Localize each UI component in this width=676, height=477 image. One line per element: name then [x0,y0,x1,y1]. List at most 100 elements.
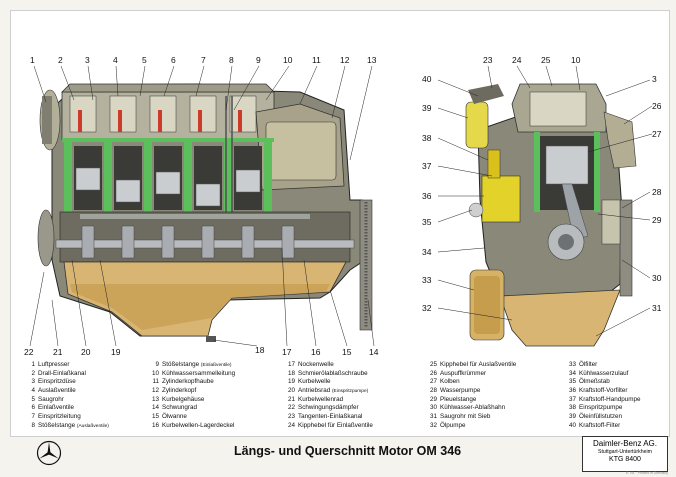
legend-number: 20 [287,387,295,395]
legend-number: 9 [155,361,159,368]
legend-number: 21 [287,395,295,403]
callout-9: 9 [256,55,261,65]
legend-text: Wasserpumpe [440,387,481,395]
legend-text: Nockenwelle [298,361,334,368]
callout-22: 22 [24,347,34,357]
callout-12: 12 [340,55,350,65]
cylinder-head-cover [61,83,275,93]
legend-text: Kurbelgehäuse [162,395,205,403]
callout-34: 34 [422,247,432,257]
callout-28: 28 [652,187,662,197]
legend-number: 18 [287,369,295,377]
legend-number: 24 [287,421,295,429]
legend-number: 12 [151,387,159,395]
legend-text: Luftpresser [38,361,70,368]
callout-20: 20 [81,347,91,357]
legend-text: Ölmeßstab [579,378,610,386]
legend-number: 38 [568,404,576,412]
legend-number: 37 [568,395,576,403]
legend-number: 30 [429,404,437,412]
callout-10: 10 [283,55,293,65]
oil-filter [469,269,505,341]
callout-30: 30 [652,273,662,283]
legend-text: Zylinderkopf [162,387,197,395]
legend-text: Kraftstoff-Vorfilter [579,387,628,395]
callout-26: 26 [652,101,662,111]
legend-number: 40 [568,421,576,429]
callout-11: 11 [312,55,321,65]
company-city: Stuttgart-Untertürkheim [598,449,652,455]
legend-number: 33 [568,361,576,368]
callout-35: 35 [422,217,432,227]
legend-text: Zylinderkopfhaube [162,378,214,386]
callout-17: 17 [282,347,292,357]
coolant-jackets [62,138,274,212]
legend-text: Auspuffkrümmer [440,369,487,377]
legend-number: 39 [568,413,576,421]
legend-text: Kurbelwellenrad [298,395,344,403]
legend-text: Saugrohr [38,395,64,403]
legend-note: (Einspritzpumpe) [331,389,369,395]
camshaft [80,214,310,219]
legend-number: 16 [151,421,159,429]
callout-numbers: 1 2 3 4 5 6 7 8 9 10 11 12 13 22 21 20 1… [24,55,662,357]
legend-text: Drall-Einlaßkanal [38,369,86,377]
exhaust-manifold [603,111,637,169]
legend-text: Einspritzleitung [38,413,81,421]
legend-text: Kipphebel für Auslaßventile [440,361,517,368]
legend-text: Einspritzdüse [38,378,76,386]
legend-note: (Einlaßventile) [200,363,232,368]
callout-23: 23 [483,55,493,65]
legend-number: 25 [429,361,437,368]
legend-text: Saugrohr mit Sieb [440,413,491,421]
leader-lines [29,65,653,347]
legend-number: 2 [31,369,35,377]
legend-number: 23 [287,413,295,421]
company-box: Daimler-Benz AG. Stuttgart-Untertürkheim… [582,436,668,472]
diagram-title: Längs- und Querschnitt Motor OM 346 [234,444,462,458]
callout-27: 27 [652,129,662,139]
callout-3: 3 [85,55,90,65]
company-name: Daimler-Benz AG. [592,439,658,448]
fuel-filter [465,84,504,149]
front-pulleys [37,89,61,267]
print-footnote: E. Nr. · Printed in Germany [626,471,669,475]
callout-24: 24 [512,55,522,65]
callout-32: 32 [422,303,432,313]
legend-text: Kühlwasserzulauf [579,369,629,377]
crankshaft [55,225,355,259]
flywheel [359,199,373,331]
longitudinal-section [37,83,373,342]
legend-number: 28 [429,387,437,395]
cylinders [74,146,262,210]
legend-text: Kurbelwellen-Lagerdeckel [162,421,235,429]
valve-gear [69,95,257,133]
legend-text: Einlaßventile [38,404,75,412]
legend-number: 14 [151,404,159,412]
callout-21: 21 [53,347,63,357]
legend-text: Einspritzpumpe [579,404,623,412]
callout-8: 8 [229,55,234,65]
legend-number: 4 [31,387,35,395]
callout-4: 4 [113,55,118,65]
legend-text: Kipphebel für Einlaßventile [298,421,373,429]
legend-number: 29 [429,395,437,403]
legend-text: Ölwanne [162,413,187,421]
